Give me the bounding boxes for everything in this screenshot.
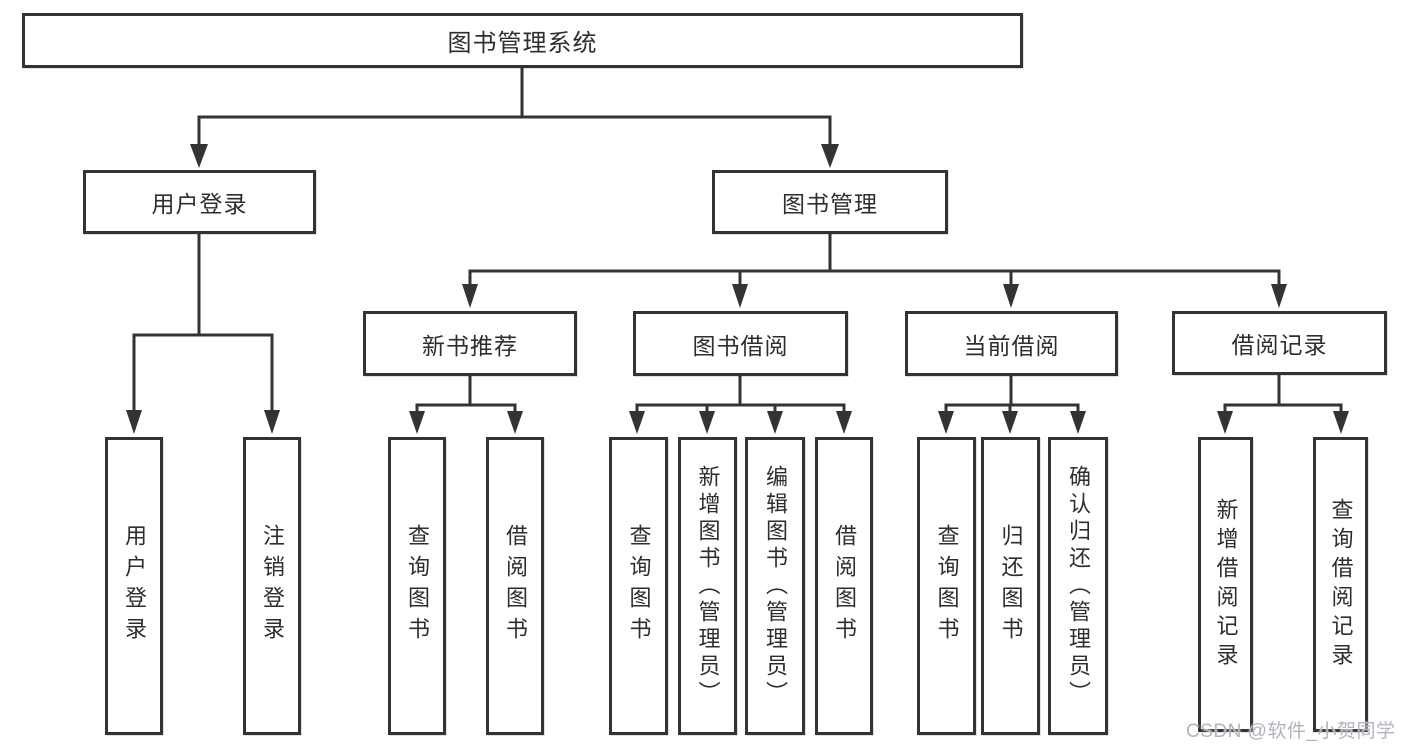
node-current-borrow: 当前借阅 bbox=[905, 311, 1118, 376]
arrowheads-borrow-records bbox=[1217, 411, 1349, 434]
connector-current-borrow bbox=[944, 375, 1080, 413]
arrowheads-book-borrow bbox=[629, 411, 852, 434]
node-user-login: 用户登录 bbox=[83, 170, 316, 234]
leaf-current-query: 查询图书 bbox=[917, 437, 976, 735]
leaf-borrow-add-admin: 新增图书（管理员） bbox=[678, 437, 737, 735]
arrowheads-current-borrow bbox=[938, 411, 1086, 434]
connector-book-borrow bbox=[635, 375, 846, 413]
leaf-new-books-borrow: 借阅图书 bbox=[486, 437, 544, 735]
node-system-root: 图书管理系统 bbox=[22, 13, 1023, 68]
node-new-books: 新书推荐 bbox=[363, 311, 577, 376]
leaf-user-login: 用户登录 bbox=[105, 437, 163, 735]
leaf-borrow-book: 借阅图书 bbox=[815, 437, 873, 735]
leaf-borrow-edit-admin: 编辑图书（管理员） bbox=[745, 437, 805, 735]
connector-borrow-records bbox=[1223, 375, 1343, 413]
node-borrow-records: 借阅记录 bbox=[1172, 311, 1387, 375]
arrowheads-user-login bbox=[126, 410, 280, 434]
leaf-records-add: 新增借阅记录 bbox=[1198, 437, 1253, 732]
connector-user-login bbox=[132, 234, 274, 412]
arrowheads-root bbox=[190, 144, 839, 168]
arrowheads-new-books bbox=[409, 411, 523, 434]
leaf-new-books-query: 查询图书 bbox=[388, 437, 446, 735]
node-book-borrow: 图书借阅 bbox=[633, 311, 848, 376]
leaf-logout: 注销登录 bbox=[243, 437, 301, 735]
connector-root bbox=[197, 68, 832, 146]
leaf-borrow-query: 查询图书 bbox=[609, 437, 668, 735]
leaf-current-return: 归还图书 bbox=[981, 437, 1040, 735]
connector-new-books bbox=[415, 375, 517, 413]
leaf-current-confirm-admin: 确认归还（管理员） bbox=[1048, 437, 1108, 735]
arrowheads-book-management bbox=[462, 284, 1287, 308]
leaf-records-query: 查询借阅记录 bbox=[1313, 437, 1368, 732]
watermark: CSDN @软件_小贺同学 bbox=[1186, 721, 1396, 742]
connector-book-management bbox=[468, 234, 1281, 286]
node-book-management: 图书管理 bbox=[712, 170, 948, 234]
